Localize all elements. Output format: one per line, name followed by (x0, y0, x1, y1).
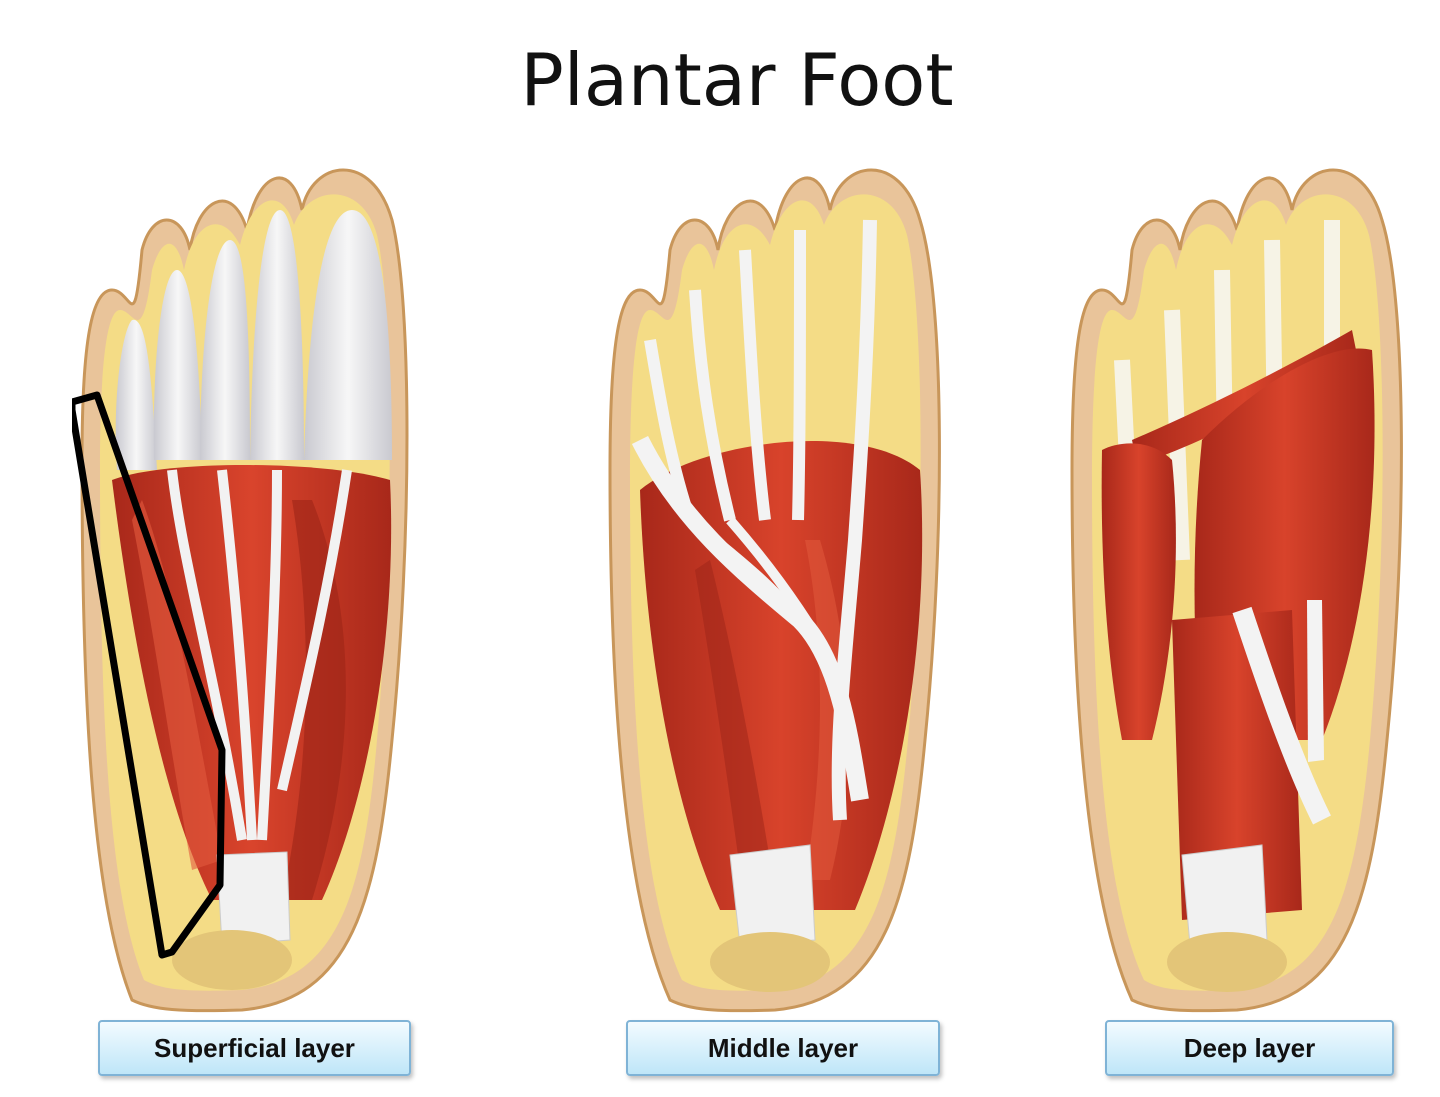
middle-foot-svg (608, 168, 941, 1013)
foot-illustration-middle (600, 140, 960, 1020)
deep-foot-svg (1070, 168, 1403, 1013)
foot-illustration-superficial (72, 140, 432, 1020)
foot-illustration-deep (1062, 140, 1422, 1020)
superficial-foot-svg (72, 168, 409, 1013)
label-middle-layer: Middle layer (626, 1020, 940, 1076)
label-superficial-layer: Superficial layer (98, 1020, 411, 1076)
label-deep-layer: Deep layer (1105, 1020, 1394, 1076)
page-title: Plantar Foot (520, 38, 954, 122)
highlight-outline (72, 391, 226, 959)
